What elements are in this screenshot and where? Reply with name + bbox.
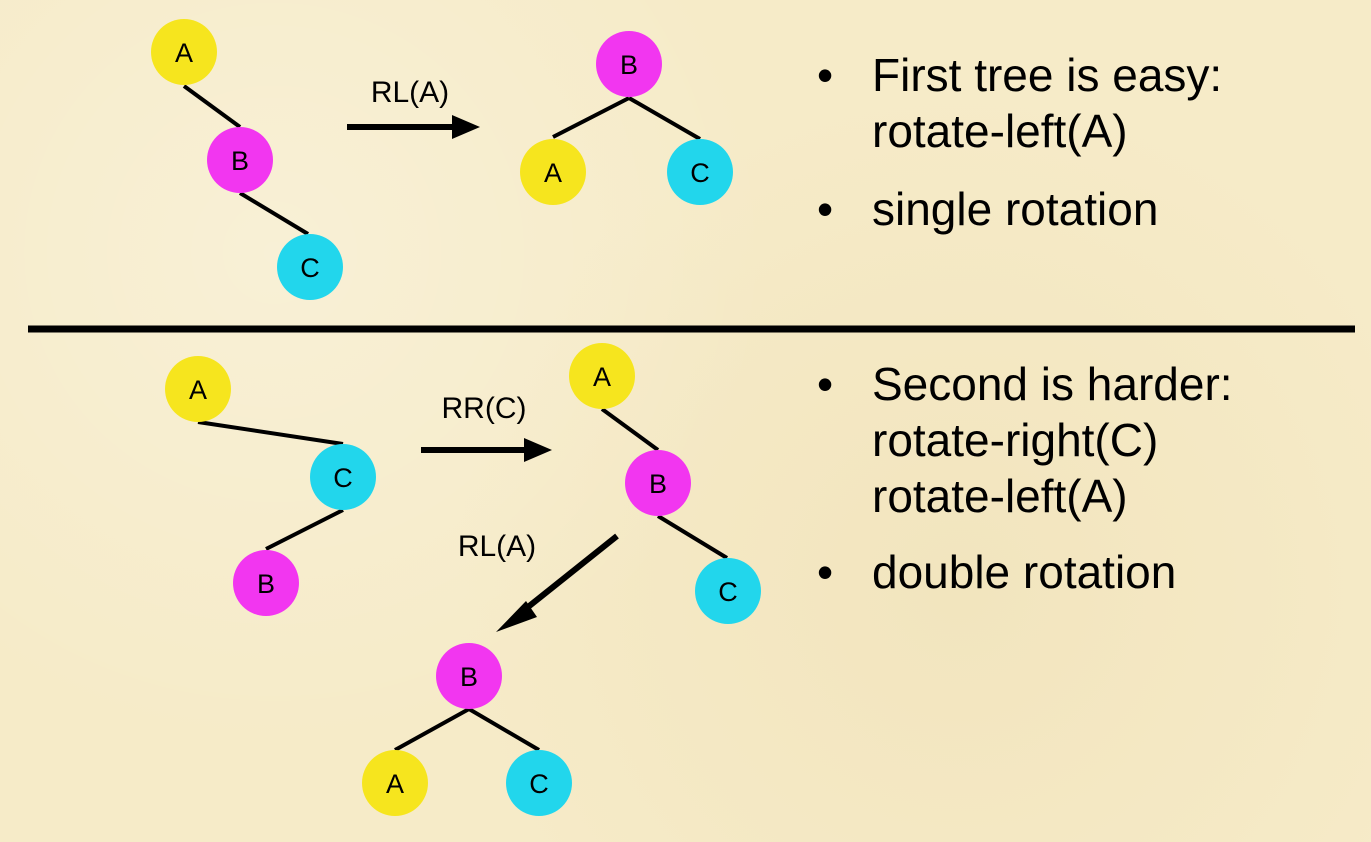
svg-text:C: C bbox=[300, 253, 320, 283]
svg-text:A: A bbox=[593, 362, 611, 392]
node-b: B bbox=[207, 127, 273, 193]
node-a: A bbox=[520, 139, 586, 205]
edge-b-c bbox=[467, 707, 541, 752]
svg-text:A: A bbox=[175, 38, 193, 68]
svg-text:B: B bbox=[257, 569, 275, 599]
node-c: C bbox=[506, 750, 572, 816]
svg-text:A: A bbox=[544, 158, 562, 188]
edge-c-b bbox=[265, 508, 344, 551]
edge-a-b bbox=[600, 407, 660, 452]
svg-text:A: A bbox=[386, 769, 404, 799]
arrow-right-icon bbox=[421, 438, 552, 462]
svg-text:A: A bbox=[189, 375, 207, 405]
node-c: C bbox=[667, 139, 733, 205]
svg-text:C: C bbox=[333, 463, 353, 493]
svg-text:C: C bbox=[529, 769, 549, 799]
svg-text:C: C bbox=[718, 577, 738, 607]
svg-text:B: B bbox=[231, 146, 249, 176]
node-b: B bbox=[233, 550, 299, 616]
edge-a-c bbox=[197, 420, 344, 446]
bullet-line: Second is harder: bbox=[872, 358, 1233, 410]
node-b: B bbox=[625, 450, 691, 516]
node-c: C bbox=[310, 444, 376, 510]
node-b: B bbox=[596, 31, 662, 97]
bottom-bullet-list: Second is harder: rotate-right(C) rotate… bbox=[817, 356, 1233, 600]
bullet-line: single rotation bbox=[872, 183, 1159, 235]
bullet-line: First tree is easy: bbox=[872, 49, 1223, 101]
svg-text:B: B bbox=[649, 469, 667, 499]
rotation-label-rl-a: RL(A) bbox=[371, 76, 449, 109]
node-c: C bbox=[695, 558, 761, 624]
node-a: A bbox=[151, 19, 217, 85]
edge-b-c bbox=[238, 191, 310, 236]
svg-text:B: B bbox=[460, 662, 478, 692]
svg-text:B: B bbox=[620, 50, 638, 80]
node-a: A bbox=[362, 750, 428, 816]
bullet-line: rotate-right(C) bbox=[872, 414, 1159, 466]
edge-b-a bbox=[552, 96, 630, 139]
arrow-down-left-icon bbox=[496, 533, 619, 632]
arrow-right-icon bbox=[347, 115, 480, 139]
edge-b-c bbox=[627, 96, 702, 141]
rotation-label-rr-c: RR(C) bbox=[442, 392, 527, 425]
bullet-line: double rotation bbox=[872, 546, 1177, 598]
edge-b-a bbox=[394, 707, 470, 752]
node-a: A bbox=[569, 343, 635, 409]
bullet-item: Second is harder: rotate-right(C) rotate… bbox=[817, 356, 1233, 524]
bullet-item: single rotation bbox=[817, 181, 1222, 237]
bullet-line: rotate-left(A) bbox=[872, 105, 1128, 157]
bullet-item: double rotation bbox=[817, 544, 1233, 600]
bullet-item: First tree is easy: rotate-left(A) bbox=[817, 47, 1222, 159]
edge-b-c bbox=[656, 514, 729, 560]
node-a: A bbox=[165, 356, 231, 422]
top-bullet-list: First tree is easy: rotate-left(A) singl… bbox=[817, 47, 1222, 237]
edge-a-b bbox=[182, 84, 242, 129]
node-b: B bbox=[436, 643, 502, 709]
bullet-line: rotate-left(A) bbox=[872, 470, 1128, 522]
rotation-label-rl-a: RL(A) bbox=[458, 530, 536, 563]
svg-text:C: C bbox=[690, 158, 710, 188]
node-c: C bbox=[277, 234, 343, 300]
